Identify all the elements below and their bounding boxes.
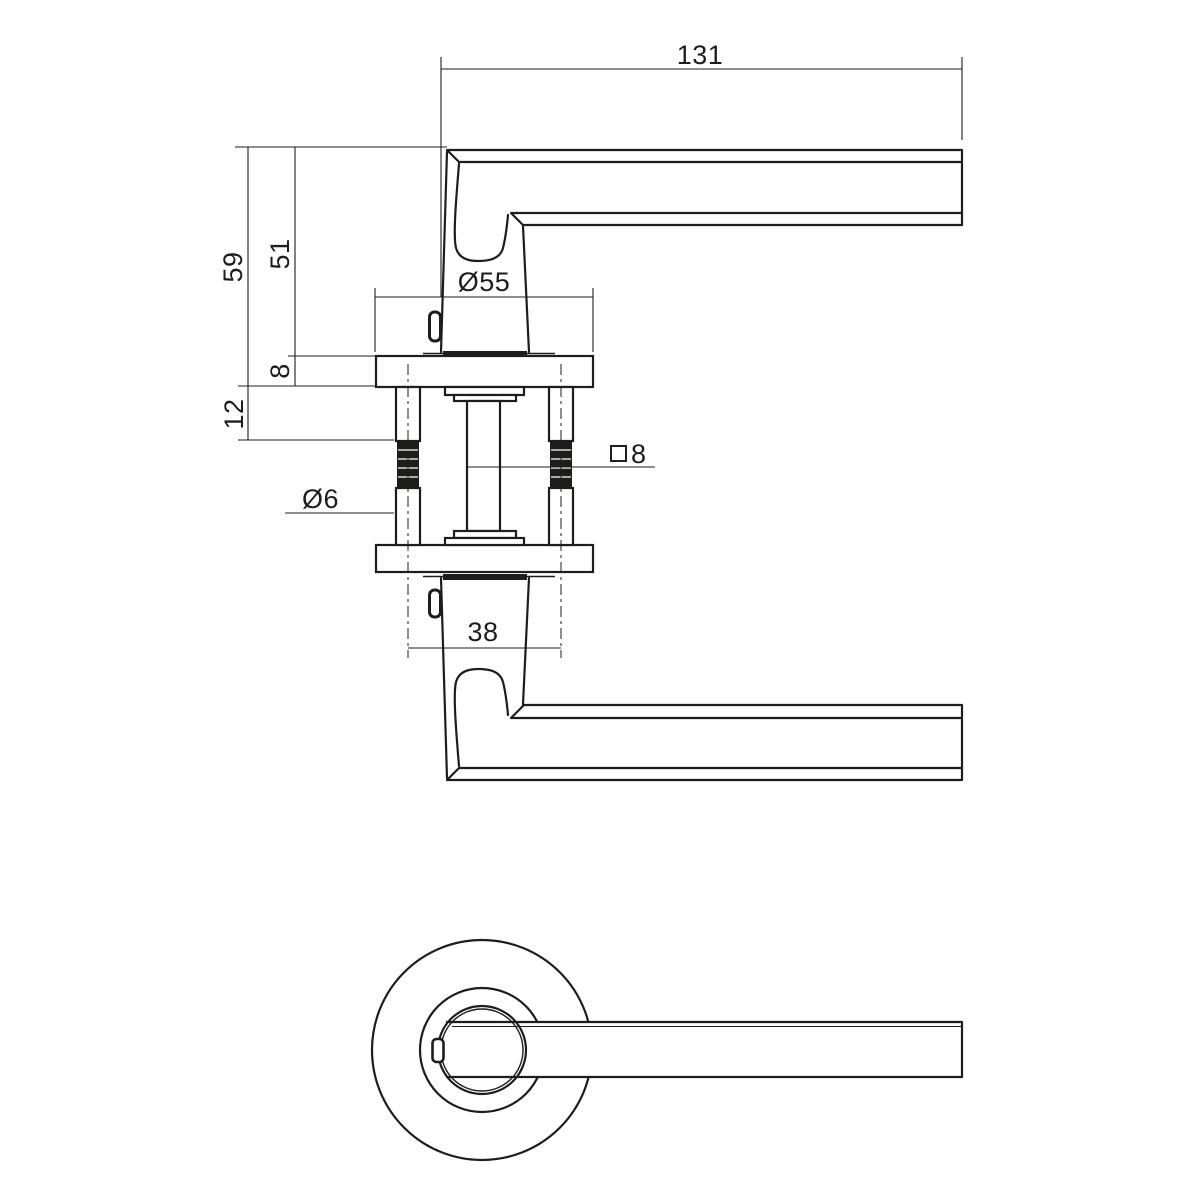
dim-screw-shaft-length: 12 bbox=[219, 386, 249, 440]
dim-label-dia55: Ø55 bbox=[458, 267, 511, 297]
lever-bend-inner-contour bbox=[453, 162, 510, 263]
dim-label-12: 12 bbox=[219, 398, 249, 429]
spindle-adapter-bottom-wide bbox=[443, 536, 526, 547]
lever-neck-edges bbox=[439, 150, 531, 354]
upper-lever bbox=[423, 148, 964, 357]
neck-base-band bbox=[443, 574, 527, 580]
spindle-assembly bbox=[443, 385, 526, 547]
dim-label-square8: 8 bbox=[631, 439, 647, 469]
dimensions: 131 59 51 8 12 Ø55 Ø6 bbox=[218, 40, 963, 649]
neck-base-band bbox=[443, 351, 527, 357]
bolt-thread bbox=[550, 441, 572, 488]
dim-label-8: 8 bbox=[265, 363, 295, 379]
lever-grip-lines bbox=[445, 148, 964, 227]
dim-label-dia6: Ø6 bbox=[302, 484, 339, 514]
dim-lever-length: 131 bbox=[440, 40, 963, 297]
front-view bbox=[374, 148, 964, 782]
neck-clip-detail bbox=[428, 310, 442, 343]
lever-outline bbox=[445, 1020, 964, 1079]
upper-rose-plate bbox=[374, 354, 595, 389]
dim-label-59: 59 bbox=[218, 251, 248, 282]
lever-bend-inner-contour bbox=[453, 667, 510, 768]
dim-height-to-rose: 51 bbox=[265, 147, 296, 356]
square-section-symbol bbox=[610, 445, 627, 462]
neck-clip-detail bbox=[431, 1037, 445, 1064]
lower-lever bbox=[423, 574, 964, 782]
dim-rose-diameter: Ø55 bbox=[374, 267, 594, 352]
bolt-thread bbox=[397, 441, 419, 488]
dim-spindle-size: 8 bbox=[468, 439, 655, 469]
plan-view bbox=[370, 938, 964, 1162]
lever-fill bbox=[447, 1022, 962, 1077]
dim-label-38: 38 bbox=[467, 617, 498, 647]
dim-overall-height: 59 bbox=[218, 147, 249, 386]
dim-screw-centers: 38 bbox=[408, 617, 561, 649]
dim-label-51: 51 bbox=[265, 238, 295, 269]
dim-lines bbox=[440, 57, 963, 297]
spindle-adapter-top-wide bbox=[443, 385, 526, 397]
lever-neck-edges bbox=[439, 576, 531, 780]
plan-lever bbox=[445, 1020, 964, 1079]
dim-lines bbox=[374, 288, 594, 352]
square-spindle bbox=[465, 399, 502, 533]
extension-lines-left bbox=[235, 146, 447, 441]
dim-screw-diameter: Ø6 bbox=[285, 484, 394, 514]
lower-rose-plate bbox=[374, 543, 595, 574]
dim-label-131: 131 bbox=[677, 40, 724, 70]
neck-clip-detail bbox=[428, 588, 442, 619]
lever-grip-lines bbox=[445, 703, 964, 782]
dim-rose-thickness: 8 bbox=[265, 356, 296, 386]
